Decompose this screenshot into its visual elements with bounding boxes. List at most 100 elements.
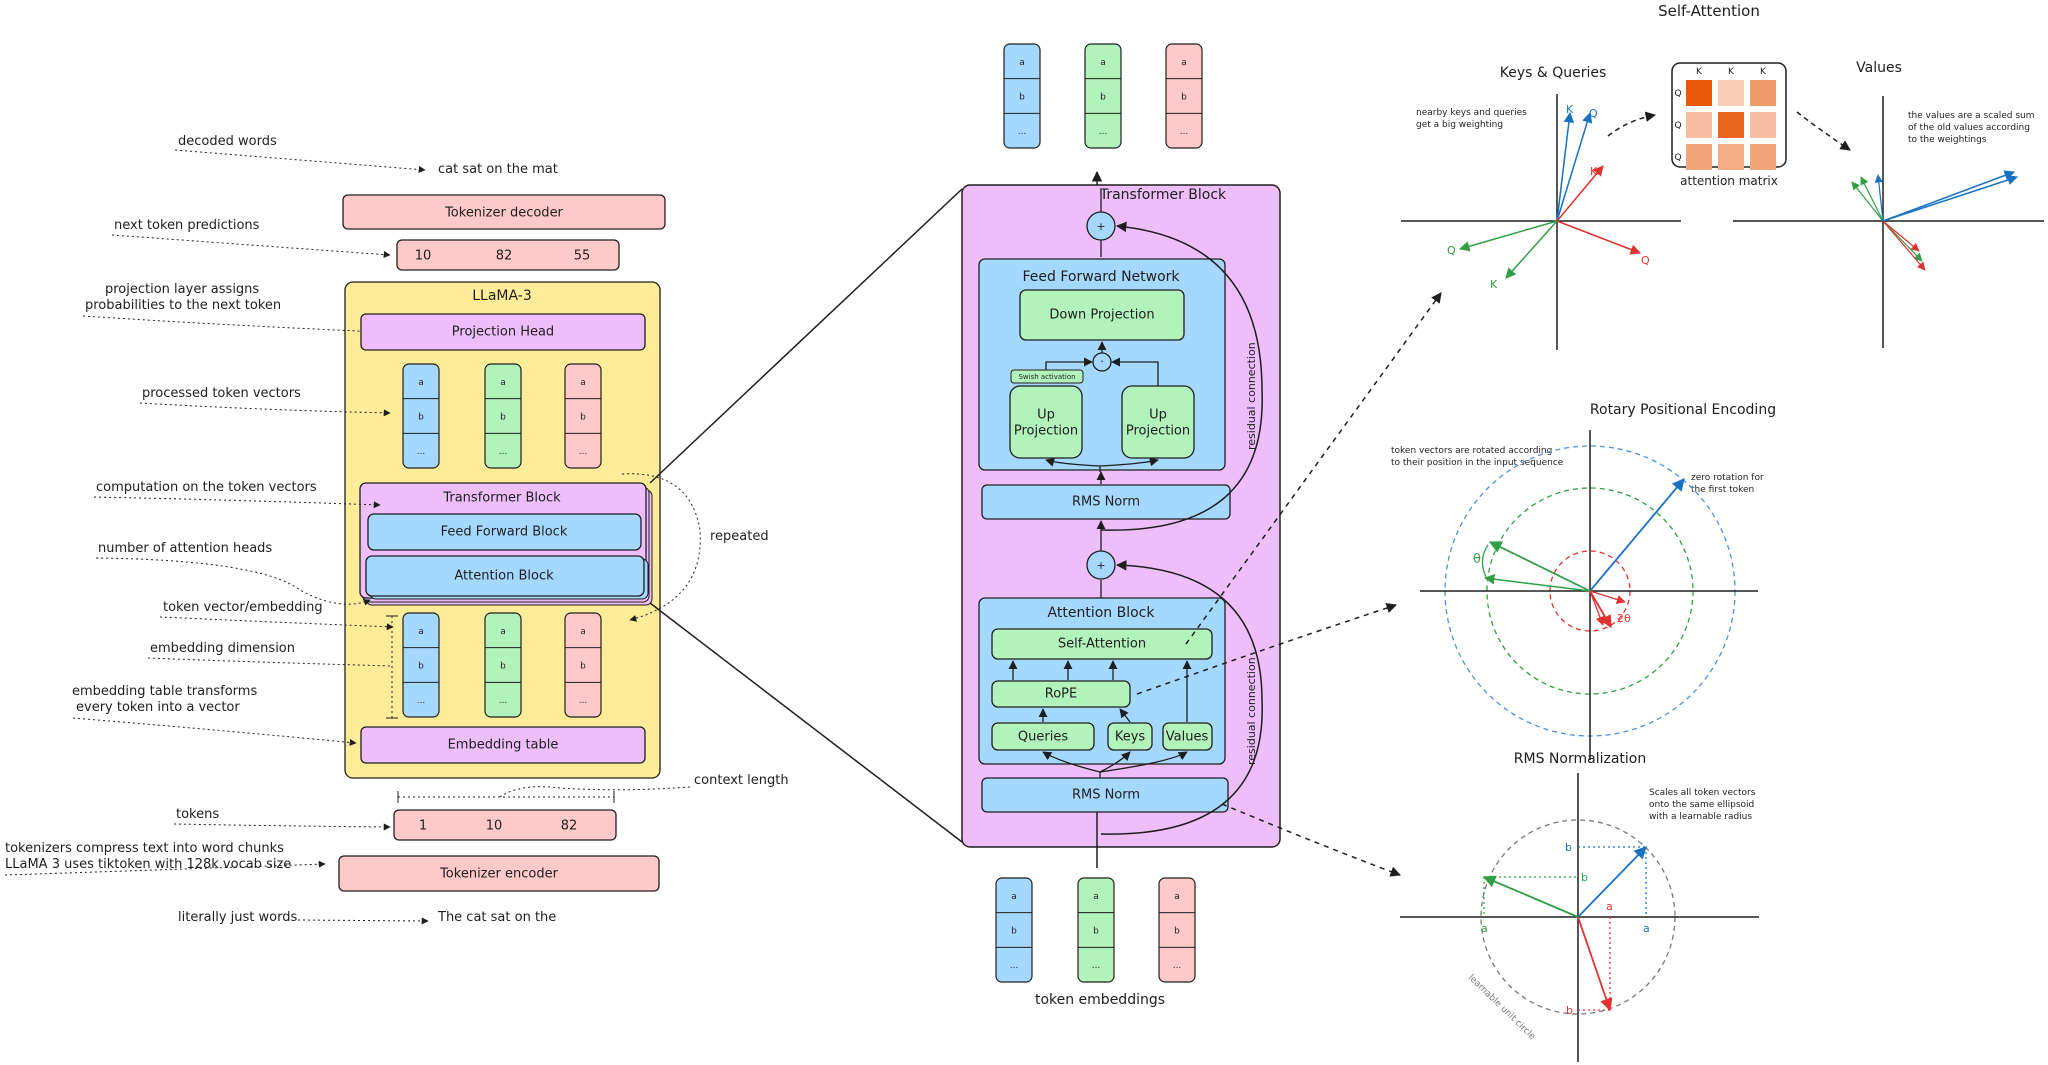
processed-vector-0-cell-2: ... <box>417 447 426 457</box>
prediction-1: 82 <box>496 249 513 264</box>
projection-head-box <box>360 313 646 351</box>
values-red-1 <box>1882 220 1920 252</box>
processed-vector-0-box <box>402 363 440 469</box>
input-text: The cat sat on the <box>437 910 556 925</box>
gate-multiply-symbol: · <box>1100 355 1104 368</box>
literally-words-arrow <box>297 917 429 925</box>
context-length-leader <box>499 786 691 798</box>
context-length-label: context length <box>694 773 789 788</box>
zoom-line-top <box>649 188 963 484</box>
zero-rotation-note-2: the first token <box>1691 485 1754 495</box>
rope-red-vector-b <box>1589 590 1605 626</box>
projection-arrow <box>82 315 381 336</box>
rms-red-a-label: a <box>1606 900 1613 913</box>
values-box <box>1162 722 1213 751</box>
input-vector-1-cell-1: b <box>1093 927 1099 937</box>
input-vector-0-cell-1: b <box>1011 927 1017 937</box>
input-vector-1: ab... <box>1077 877 1115 983</box>
token-2: 82 <box>561 819 578 834</box>
rope-two-theta-label: 2θ <box>1617 612 1631 625</box>
values-note-2: of the old values according <box>1908 123 2030 133</box>
matrix-cell-2-1 <box>1718 144 1744 170</box>
rms-norm-top-label: RMS Norm <box>1072 495 1140 510</box>
matrix-row-label-2: Q <box>1674 153 1681 163</box>
output-vector-2-box <box>1165 43 1203 149</box>
embedded-vector-1: ab... <box>484 612 522 718</box>
llama3-title: LLaMA-3 <box>472 288 532 304</box>
embedded-vector-1-box <box>484 612 522 718</box>
rope-blue-vector <box>1589 478 1685 592</box>
attn-split-keys <box>1099 751 1131 773</box>
attn-split-queries <box>1042 751 1101 773</box>
residual-add-top-symbol: + <box>1096 220 1105 233</box>
rms-note-2: onto the same ellipsoid <box>1649 800 1754 810</box>
annotation-tokens: tokens <box>176 807 219 822</box>
matrix-row-label-1: Q <box>1674 121 1681 131</box>
prediction-0: 10 <box>415 249 432 264</box>
tokenizer-encoder-label: Tokenizer encoder <box>439 867 558 882</box>
callout-rms-norm <box>1221 803 1401 877</box>
decoded-words-arrow <box>174 149 426 173</box>
processed-vector-0-cell-1: b <box>418 413 424 423</box>
processed-vector-1-cell-0: a <box>500 378 506 388</box>
output-vector-0-cell-2: ... <box>1018 127 1027 137</box>
rms-green-vector <box>1482 875 1579 918</box>
embedded-vector-2: ab... <box>564 612 602 718</box>
learnable-unit-circle-label: learnable unit circle <box>1466 973 1537 1042</box>
processed-vector-1-cell-2: ... <box>499 447 508 457</box>
output-vector-2: ab... <box>1165 43 1203 149</box>
embedded-vector-2-cell-2: ... <box>579 696 588 706</box>
self-attention-title: Self-Attention <box>1658 2 1760 20</box>
rms-norm-top-box <box>981 484 1231 520</box>
annotation-tokenizers-2: LLaMA 3 uses tiktoken with 128k vocab si… <box>5 857 291 872</box>
kq-green-k-label: K <box>1490 278 1498 291</box>
predictions-arrow <box>111 234 391 259</box>
rope-theta-label: θ <box>1473 552 1481 567</box>
values-label: Values <box>1166 730 1209 745</box>
self-attention-box <box>991 628 1213 660</box>
transformer-block-detail-title: Transformer Block <box>1099 187 1227 203</box>
self-attention-label: Self-Attention <box>1058 637 1146 652</box>
residual-add-bottom <box>1086 550 1116 580</box>
embedded-vector-2-box <box>564 612 602 718</box>
matrix-col-label-1: K <box>1728 67 1735 77</box>
annotation-attention-heads: number of attention heads <box>98 541 272 556</box>
matrix-col-label-0: K <box>1696 67 1703 77</box>
processed-vector-2-cell-2: ... <box>579 447 588 457</box>
input-vector-1-box <box>1077 877 1115 983</box>
middle-column: ab... ab... ab... Transformer Block + Feed… <box>961 43 1281 1008</box>
token-embeddings-label: token embeddings <box>1035 992 1165 1008</box>
processed-vector-2-cell-0: a <box>580 378 586 388</box>
feed-forward-network-label: Feed Forward Network <box>1022 269 1180 285</box>
kq-red-q-label: Q <box>1641 254 1650 267</box>
matrix-cell-2-0 <box>1686 144 1712 170</box>
zoom-line-bottom <box>649 602 963 843</box>
callout-self-attention <box>1185 292 1442 645</box>
callout-rope <box>1136 602 1397 695</box>
embedded-vector-0-cell-2: ... <box>417 696 426 706</box>
keys-to-rope-arrow <box>1119 708 1131 723</box>
up-to-gate-arrow <box>1111 357 1159 386</box>
output-vector-1: ab... <box>1084 43 1122 149</box>
input-vector-2: ab... <box>1158 877 1196 983</box>
values-green-2 <box>1860 176 1884 222</box>
output-token-vectors: ab... ab... ab... <box>1003 43 1203 149</box>
output-vector-2-cell-1: b <box>1181 93 1187 103</box>
embedded-vector-0-cell-1: b <box>418 662 424 672</box>
processed-vector-1: ab... <box>484 363 522 469</box>
kq-green-k-vector <box>1505 220 1558 279</box>
left-column: decoded words cat sat on the mat Tokeniz… <box>4 134 789 925</box>
output-vector-1-cell-2: ... <box>1099 127 1108 137</box>
up-projection-right-line2: Projection <box>1126 424 1190 439</box>
embedded-vector-2-cell-1: b <box>580 662 586 672</box>
embedded-vector-0-box <box>402 612 440 718</box>
annotation-decoded-words: decoded words <box>178 134 277 149</box>
rope-note-2: to their position in the input sequence <box>1391 458 1564 468</box>
embedding-table-label: Embedding table <box>448 738 559 753</box>
attn-split-values <box>1099 751 1188 773</box>
values-red-2 <box>1882 220 1926 271</box>
embedding-dimension-line <box>147 657 393 667</box>
residual-connection-bottom <box>1100 560 1263 835</box>
output-vector-0: ab... <box>1003 43 1041 149</box>
zero-rotation-note-1: zero rotation for <box>1691 473 1764 483</box>
